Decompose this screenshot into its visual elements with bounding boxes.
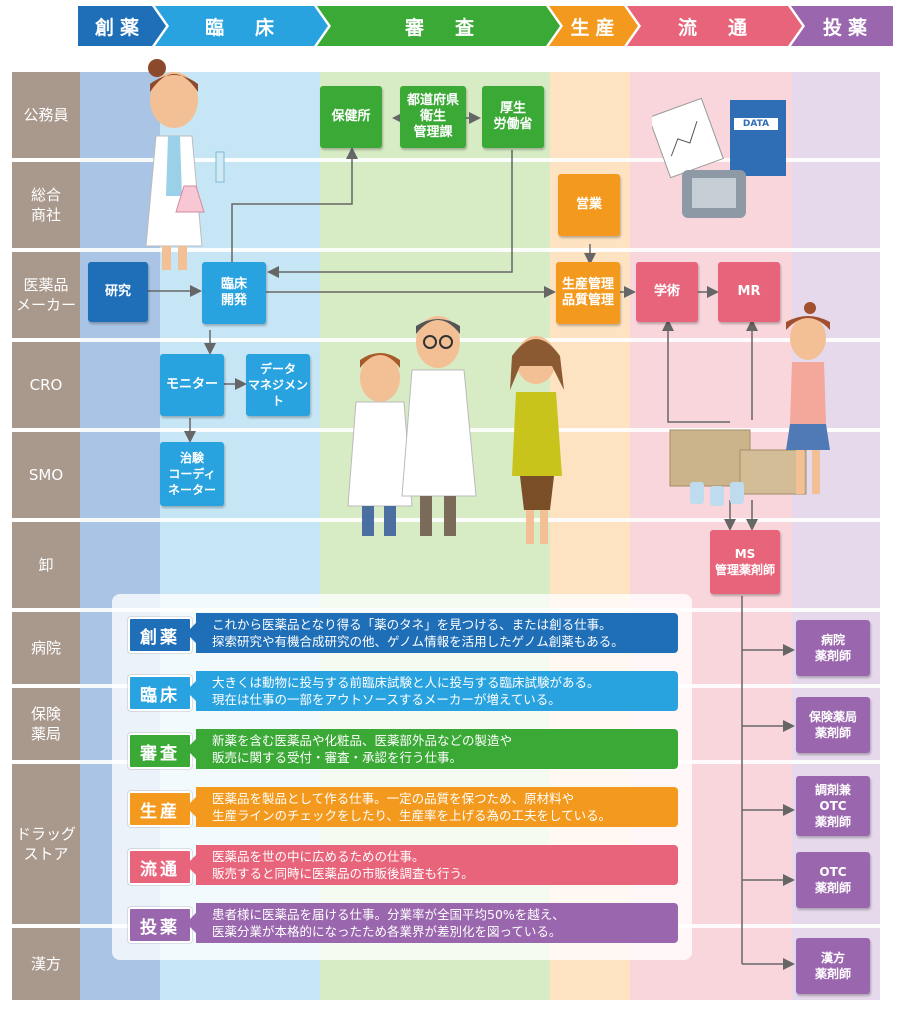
row-label-drugstore: ドラッグ ストア <box>12 764 80 924</box>
box-otc-yakuzaishi: OTC 薬剤師 <box>796 852 870 908</box>
box-todofuken: 都道府県 衛生 管理課 <box>400 86 466 148</box>
row-separator <box>80 338 880 342</box>
stage-label-souyaku: 創薬 <box>94 16 145 39</box>
row-label-shosha: 総合 商社 <box>12 162 80 248</box>
desc-label-rinsho: 臨床 <box>128 675 192 711</box>
row-label-cro: CRO <box>12 342 80 428</box>
stage-arrow-seisan <box>549 6 638 46</box>
box-gakujutsu: 学術 <box>636 262 698 322</box>
desc-label-seisan: 生産 <box>128 791 192 827</box>
desc-label-shinsa: 審査 <box>128 733 192 769</box>
desc-label-souyaku: 創薬 <box>128 617 192 653</box>
box-ms: MS 管理薬剤師 <box>710 530 780 594</box>
row-label-kampo: 漢方 <box>12 928 80 1000</box>
stage-arrow-rinsho <box>155 6 328 46</box>
boxes-woman-illustration <box>669 302 830 506</box>
row-label-byoin: 病院 <box>12 612 80 684</box>
row-label-yakkyoku: 保険 薬局 <box>12 688 80 760</box>
stage-arrow-ryutsu <box>627 6 802 46</box>
description-panel <box>112 594 692 960</box>
box-hokenjo: 保健所 <box>320 86 382 148</box>
box-chozai-otc-yakuzaishi: 調剤兼 OTC 薬剤師 <box>796 776 870 836</box>
stage-label-shinsa: 審 査 <box>404 16 480 39</box>
desc-text-rinsho: 大きくは動物に投与する前臨床試験と人に投与する臨床試験がある。 現在は仕事の一部… <box>186 671 678 711</box>
box-hoken-yakkyoku-yakuzaishi: 保険薬局 薬剤師 <box>796 697 870 753</box>
box-kampo-yakuzaishi: 漢方 薬剤師 <box>796 938 870 994</box>
box-seisan-kanri: 生産管理 品質管理 <box>556 262 620 324</box>
stage-label-seisan: 生産 <box>570 16 621 39</box>
desc-text-ryutsu: 医薬品を世の中に広めるための仕事。 販売すると同時に医薬品の市販後調査も行う。 <box>186 845 678 885</box>
box-byoin-yakuzaishi: 病院 薬剤師 <box>796 620 870 676</box>
stage-arrow-shinsa <box>317 6 560 46</box>
row-label-smo: SMO <box>12 432 80 518</box>
box-rinsho-kaihatsu: 臨床 開発 <box>202 262 266 324</box>
desc-text-shinsa: 新薬を含む医薬品や化粧品、医薬部外品などの製造や 販売に関する受付・審査・承認を… <box>186 729 678 769</box>
desc-label-ryutsu: 流通 <box>128 849 192 885</box>
doctors-illustration <box>347 316 564 544</box>
box-monitor: モニター <box>160 354 224 416</box>
row-separator <box>80 248 880 252</box>
stage-label-rinsho: 臨 床 <box>204 16 280 39</box>
box-mr: MR <box>718 262 780 322</box>
box-eigyo: 営業 <box>558 174 620 236</box>
stage-header <box>78 6 893 46</box>
row-label-komuin: 公務員 <box>12 72 80 158</box>
desc-label-toyaku: 投薬 <box>128 907 192 943</box>
stage-arrow-souyaku <box>78 6 166 46</box>
row-label-maker: 医薬品 メーカー <box>12 252 80 338</box>
box-kosei-rodosho: 厚生 労働省 <box>482 86 544 148</box>
stage-arrow-toyaku <box>791 6 893 46</box>
stage-label-toyaku: 投薬 <box>822 16 873 39</box>
column-toyaku <box>792 72 880 1000</box>
row-separator <box>80 158 880 162</box>
box-kenkyu: 研究 <box>88 262 148 322</box>
box-chiken-coordinator: 治験 コーディ ネーター <box>160 442 224 506</box>
desc-text-seisan: 医薬品を製品として作る仕事。一定の品質を保つため、原材料や 生産ラインのチェック… <box>186 787 678 827</box>
data-phone-illustration <box>652 97 786 218</box>
desc-text-toyaku: 患者様に医薬品を届ける仕事。分業率が全国平均50%を越え、 医薬分業が本格的にな… <box>186 903 678 943</box>
data-binder-label: DATA <box>742 119 770 129</box>
row-separator <box>80 518 880 522</box>
box-data-management: データ マネジメント <box>246 354 310 416</box>
desc-text-souyaku: これから医薬品となり得る「薬のタネ」を見つける、または創る仕事。 探索研究や有機… <box>186 613 678 653</box>
row-label-oroshi: 卸 <box>12 522 80 608</box>
stage-label-ryutsu: 流 通 <box>677 16 753 39</box>
row-separator <box>80 428 880 432</box>
researcher-woman-illustration <box>145 59 225 270</box>
